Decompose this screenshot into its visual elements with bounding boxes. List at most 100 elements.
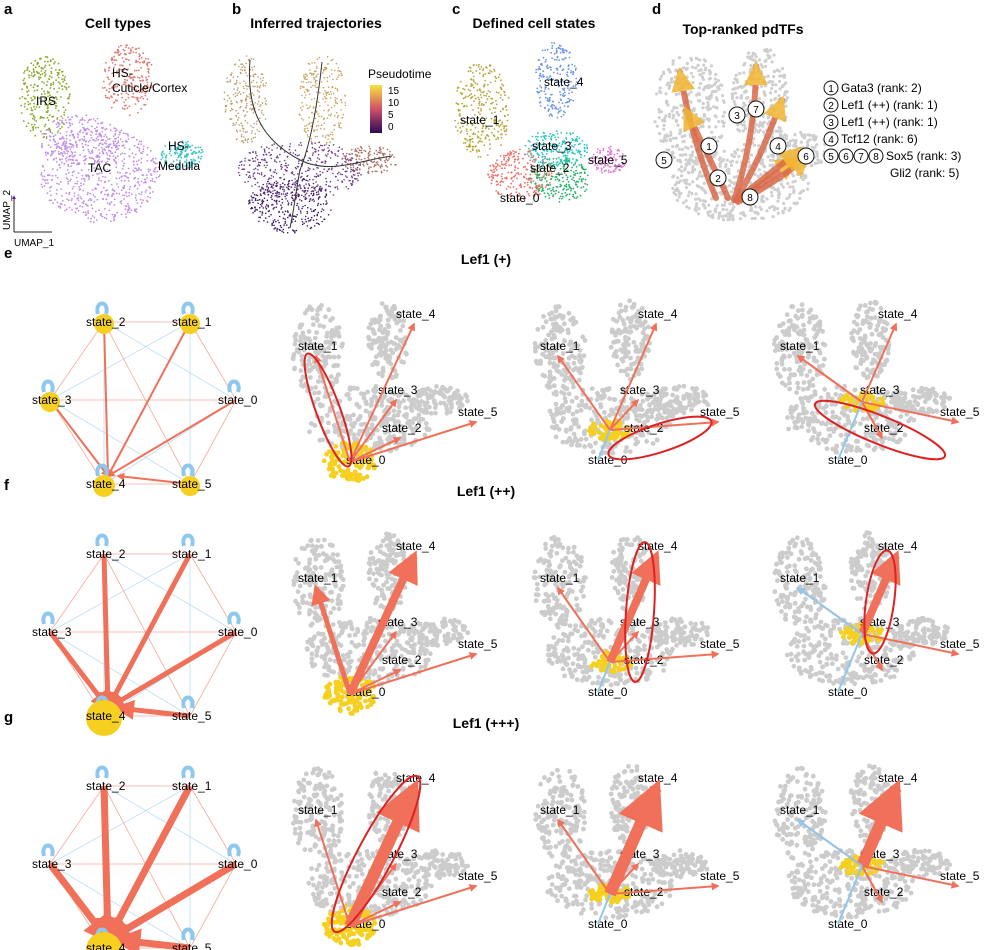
cell-point: [124, 139, 127, 142]
cell-point: [691, 150, 695, 154]
cell-point: [137, 60, 139, 63]
cell-point: [307, 167, 310, 169]
cell-point: [150, 150, 152, 152]
cell-point: [317, 184, 319, 186]
cell-point: [58, 68, 61, 71]
cell-point: [154, 157, 157, 160]
cell-point: [710, 130, 714, 134]
cell-point: [715, 204, 719, 208]
cell-point: [247, 85, 250, 88]
cell-point: [244, 114, 247, 116]
cell-point: [104, 128, 107, 131]
cell-point: [350, 167, 352, 169]
cell-point: [39, 117, 42, 120]
cell-point: [369, 153, 371, 156]
cell-point: [322, 86, 325, 89]
cell-point: [741, 105, 745, 109]
cell-point: [538, 102, 541, 104]
cell-point: [258, 90, 261, 93]
state-label: state_2: [530, 161, 570, 175]
cell-point: [49, 129, 51, 132]
cell-point: [785, 90, 789, 94]
cell-point: [143, 61, 146, 64]
cell-point: [80, 182, 82, 185]
cell-point: [597, 148, 599, 151]
cell-point: [487, 174, 490, 176]
cell-point: [490, 70, 493, 73]
cell-point: [247, 176, 250, 178]
cell-point: [567, 65, 570, 68]
cell-point: [685, 178, 689, 182]
cell-point: [336, 88, 339, 90]
cell-point: [270, 191, 272, 194]
cell-point: [123, 158, 126, 160]
cell-point: [367, 152, 370, 155]
cell-point: [675, 198, 680, 202]
cell-point: [499, 119, 502, 122]
cell-point: [121, 194, 124, 197]
cell-point: [689, 71, 694, 75]
cell-point: [491, 131, 493, 134]
cell-point: [36, 103, 39, 106]
cell-point: [49, 60, 52, 63]
cell-point: [317, 124, 320, 127]
cell-point: [268, 151, 270, 154]
cell-point: [106, 202, 109, 205]
cell-point: [691, 168, 695, 172]
cell-point: [86, 121, 89, 124]
cell-point: [147, 86, 150, 89]
cell-point: [75, 144, 78, 147]
cell-point: [62, 106, 65, 109]
cell-point: [489, 64, 492, 67]
cell-point: [267, 206, 270, 208]
cell-point: [607, 171, 610, 174]
cell-point: [502, 181, 504, 183]
cell-point: [251, 157, 254, 160]
cell-point: [308, 184, 311, 187]
cell-point: [323, 168, 325, 170]
cell-point: [240, 135, 243, 138]
cell-point: [54, 174, 57, 177]
cell-point: [569, 51, 571, 54]
cell-point: [116, 211, 118, 214]
cell-point: [505, 188, 508, 190]
cell-point: [503, 163, 506, 166]
cell-point: [128, 114, 131, 117]
cell-point: [142, 52, 145, 55]
cell-point: [126, 195, 128, 198]
cell-point: [57, 62, 60, 65]
cell-point: [314, 61, 316, 64]
cell-point: [670, 109, 674, 113]
cell-point: [380, 170, 383, 173]
cell-point: [38, 65, 41, 68]
cell-point: [63, 111, 66, 114]
cell-point: [251, 69, 254, 71]
cell-point: [38, 106, 41, 109]
cell-point: [258, 161, 260, 164]
cell-point: [119, 172, 121, 174]
cell-point: [75, 176, 78, 179]
cell-point: [112, 58, 114, 61]
cell-point: [490, 97, 492, 100]
cell-point: [116, 155, 119, 158]
cell-point: [313, 70, 316, 72]
cell-point: [61, 78, 63, 81]
cell-point: [481, 140, 483, 143]
cell-point: [104, 176, 107, 179]
cell-point: [685, 163, 689, 167]
cell-point: [684, 185, 689, 190]
cell-point: [31, 117, 34, 120]
cell-point: [568, 89, 571, 91]
cell-point: [32, 128, 35, 130]
cell-point: [659, 139, 663, 143]
cell-point: [55, 102, 57, 105]
cell-point: [69, 158, 71, 161]
cell-point: [101, 126, 103, 129]
cell-point: [571, 166, 573, 169]
cell-point: [264, 189, 267, 191]
cell-point: [730, 163, 734, 167]
cell-point: [327, 150, 330, 153]
cell-point: [50, 178, 53, 181]
cell-point: [52, 58, 54, 61]
cell-point: [134, 196, 137, 199]
